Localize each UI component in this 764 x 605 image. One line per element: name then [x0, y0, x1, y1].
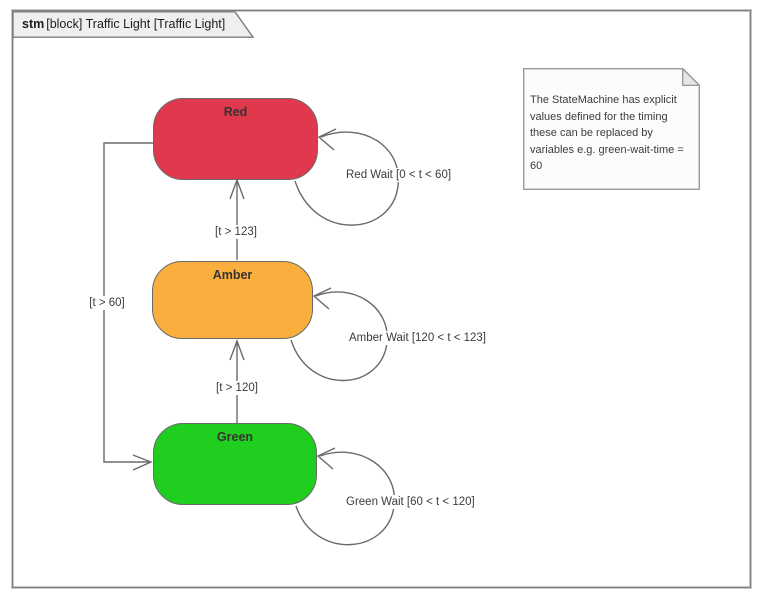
- frame-tab-title: stm [block] Traffic Light [Traffic Light…: [22, 11, 225, 36]
- guard-label-red-to-green[interactable]: [t > 60]: [87, 296, 127, 310]
- note-element[interactable]: The StateMachine has explicit values def…: [523, 68, 700, 190]
- transition-red-wait-loop[interactable]: [294, 128, 400, 226]
- diagram-frame: [12, 10, 751, 588]
- state-amber[interactable]: Amber: [152, 261, 313, 339]
- frame-title: [block] Traffic Light [Traffic Light]: [46, 16, 226, 31]
- state-amber-label: Amber: [212, 268, 253, 282]
- label-green-wait[interactable]: Green Wait [60 < t < 120]: [344, 495, 477, 509]
- label-red-wait[interactable]: Red Wait [0 < t < 60]: [344, 168, 454, 182]
- state-green-label: Green: [216, 430, 254, 444]
- note-text: The StateMachine has explicit values def…: [530, 94, 684, 172]
- state-red[interactable]: Red: [153, 98, 318, 180]
- transition-amber-to-red[interactable]: [229, 177, 245, 260]
- guard-label-amber-to-red[interactable]: [t > 123]: [213, 225, 259, 239]
- note-shape: [523, 68, 700, 190]
- state-red-label: Red: [223, 105, 248, 119]
- label-amber-wait[interactable]: Amber Wait [120 < t < 123]: [347, 331, 489, 345]
- guard-label-green-to-amber[interactable]: [t > 120]: [214, 381, 260, 395]
- diagram-frame-tab: stm [block] Traffic Light [Traffic Light…: [13, 11, 255, 38]
- frame-keyword: stm: [22, 16, 45, 31]
- frame-tab-shape: [13, 11, 255, 38]
- note-fold-corner: [682, 68, 700, 86]
- state-green[interactable]: Green: [153, 423, 317, 505]
